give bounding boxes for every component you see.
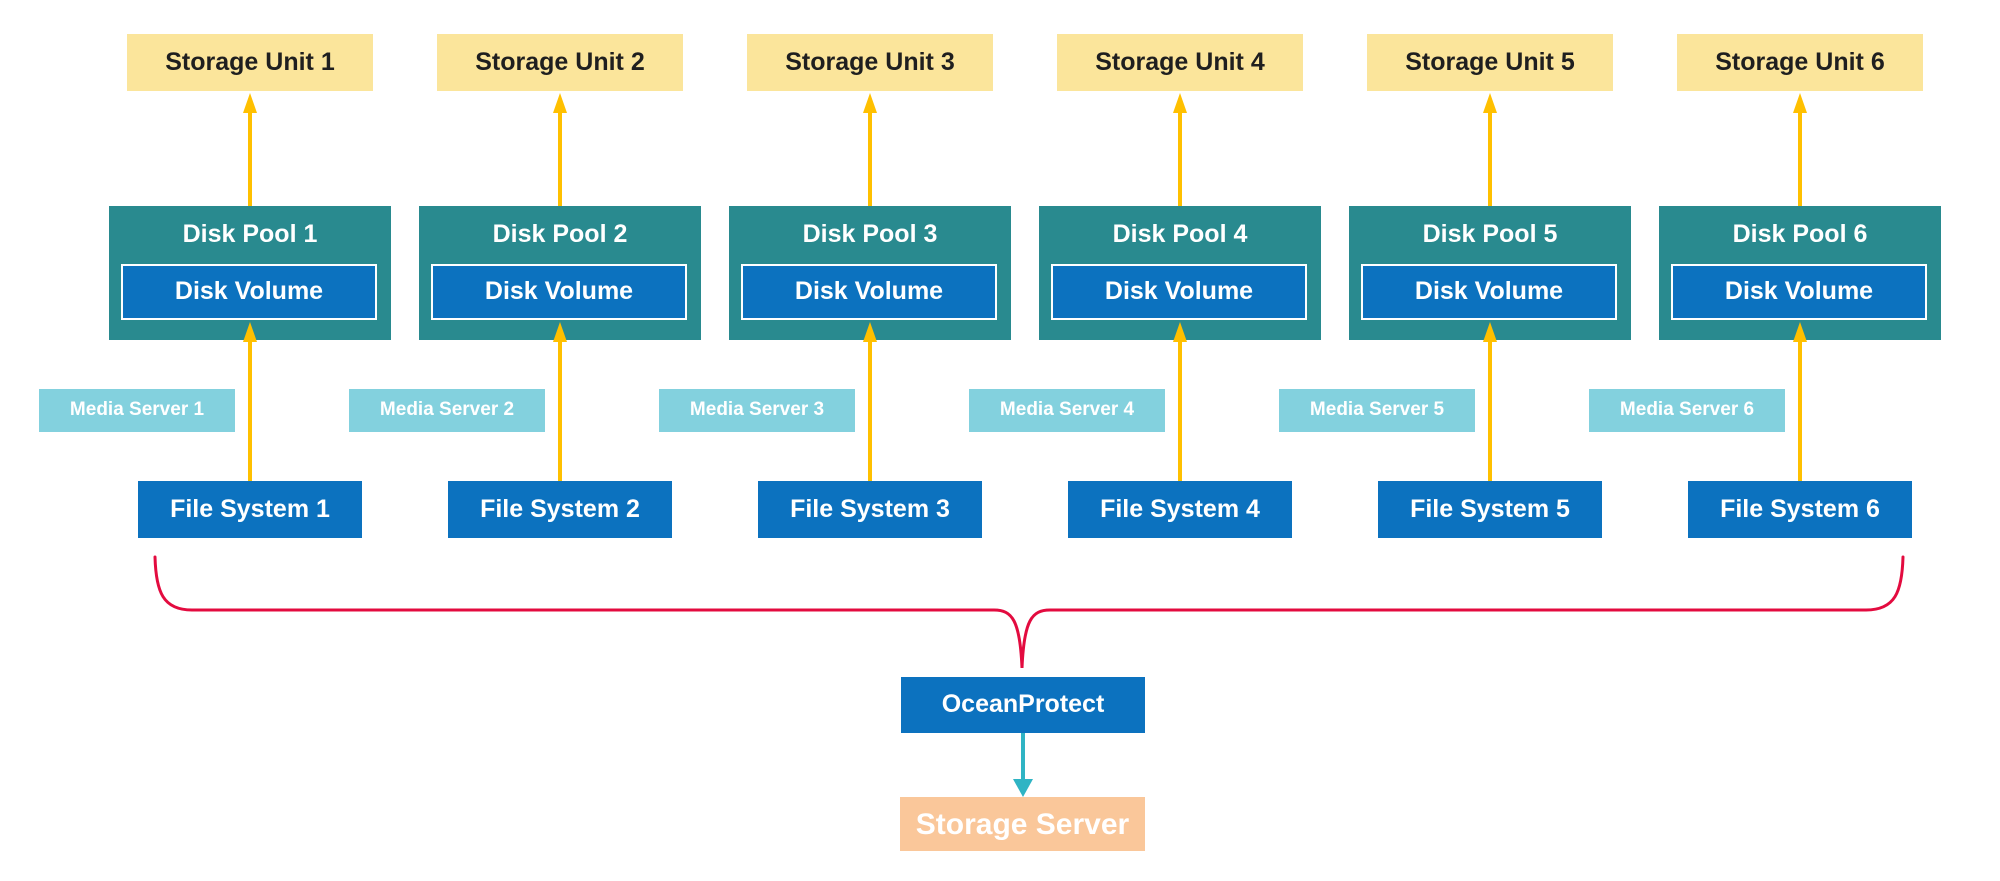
file-system-2-node: File System 2 xyxy=(448,481,672,538)
media-server-5-tag: Media Server 5 xyxy=(1279,389,1475,432)
file-system-4-node: File System 4 xyxy=(1068,481,1292,538)
disk-pool-1-node: Disk Pool 1 Disk Volume xyxy=(109,206,391,340)
arrow-disk-pool-2-to-storage-unit-2 xyxy=(553,93,567,206)
file-system-3-node: File System 3 xyxy=(758,481,982,538)
arrow-file-system-4-to-disk-volume-4 xyxy=(1173,322,1187,481)
arrow-file-system-5-to-disk-volume-5 xyxy=(1483,322,1497,481)
disk-volume-2-node: Disk Volume xyxy=(431,264,687,320)
disk-pool-4-node: Disk Pool 4 Disk Volume xyxy=(1039,206,1321,340)
media-server-2-tag: Media Server 2 xyxy=(349,389,545,432)
arrow-disk-pool-6-to-storage-unit-6 xyxy=(1793,93,1807,206)
disk-pool-5-label: Disk Pool 5 xyxy=(1422,220,1558,249)
file-system-6-node: File System 6 xyxy=(1688,481,1912,538)
arrow-disk-pool-3-to-storage-unit-3 xyxy=(863,93,877,206)
arrow-disk-pool-1-to-storage-unit-1 xyxy=(243,93,257,206)
oceanprotect-node: OceanProtect xyxy=(901,677,1145,733)
disk-pool-1-label: Disk Pool 1 xyxy=(182,220,318,249)
media-server-3-tag: Media Server 3 xyxy=(659,389,855,432)
disk-pool-2-node: Disk Pool 2 Disk Volume xyxy=(419,206,701,340)
arrow-file-system-3-to-disk-volume-3 xyxy=(863,322,877,481)
disk-pool-6-node: Disk Pool 6 Disk Volume xyxy=(1659,206,1941,340)
arrow-file-system-1-to-disk-volume-1 xyxy=(243,322,257,481)
storage-unit-3-node: Storage Unit 3 xyxy=(747,34,993,91)
arrow-oceanprotect-to-storage-server xyxy=(1013,733,1033,797)
disk-pool-5-node: Disk Pool 5 Disk Volume xyxy=(1349,206,1631,340)
storage-unit-5-node: Storage Unit 5 xyxy=(1367,34,1613,91)
arrow-file-system-2-to-disk-volume-2 xyxy=(553,322,567,481)
disk-pool-6-label: Disk Pool 6 xyxy=(1732,220,1868,249)
arrow-disk-pool-4-to-storage-unit-4 xyxy=(1173,93,1187,206)
disk-pool-4-label: Disk Pool 4 xyxy=(1112,220,1248,249)
storage-unit-1-node: Storage Unit 1 xyxy=(127,34,373,91)
media-server-1-tag: Media Server 1 xyxy=(39,389,235,432)
storage-unit-4-node: Storage Unit 4 xyxy=(1057,34,1303,91)
disk-volume-6-node: Disk Volume xyxy=(1671,264,1927,320)
disk-pool-3-label: Disk Pool 3 xyxy=(802,220,938,249)
media-server-4-tag: Media Server 4 xyxy=(969,389,1165,432)
disk-volume-3-node: Disk Volume xyxy=(741,264,997,320)
arrow-disk-pool-5-to-storage-unit-5 xyxy=(1483,93,1497,206)
file-system-5-node: File System 5 xyxy=(1378,481,1602,538)
disk-pool-3-node: Disk Pool 3 Disk Volume xyxy=(729,206,1011,340)
arrow-file-system-6-to-disk-volume-6 xyxy=(1793,322,1807,481)
disk-volume-1-node: Disk Volume xyxy=(121,264,377,320)
storage-unit-6-node: Storage Unit 6 xyxy=(1677,34,1923,91)
media-server-6-tag: Media Server 6 xyxy=(1589,389,1785,432)
storage-unit-2-node: Storage Unit 2 xyxy=(437,34,683,91)
file-system-1-node: File System 1 xyxy=(138,481,362,538)
disk-pool-2-label: Disk Pool 2 xyxy=(492,220,628,249)
brace-file-systems-to-oceanprotect xyxy=(153,555,1905,669)
disk-volume-4-node: Disk Volume xyxy=(1051,264,1307,320)
storage-server-node: Storage Server xyxy=(900,797,1145,851)
disk-volume-5-node: Disk Volume xyxy=(1361,264,1617,320)
